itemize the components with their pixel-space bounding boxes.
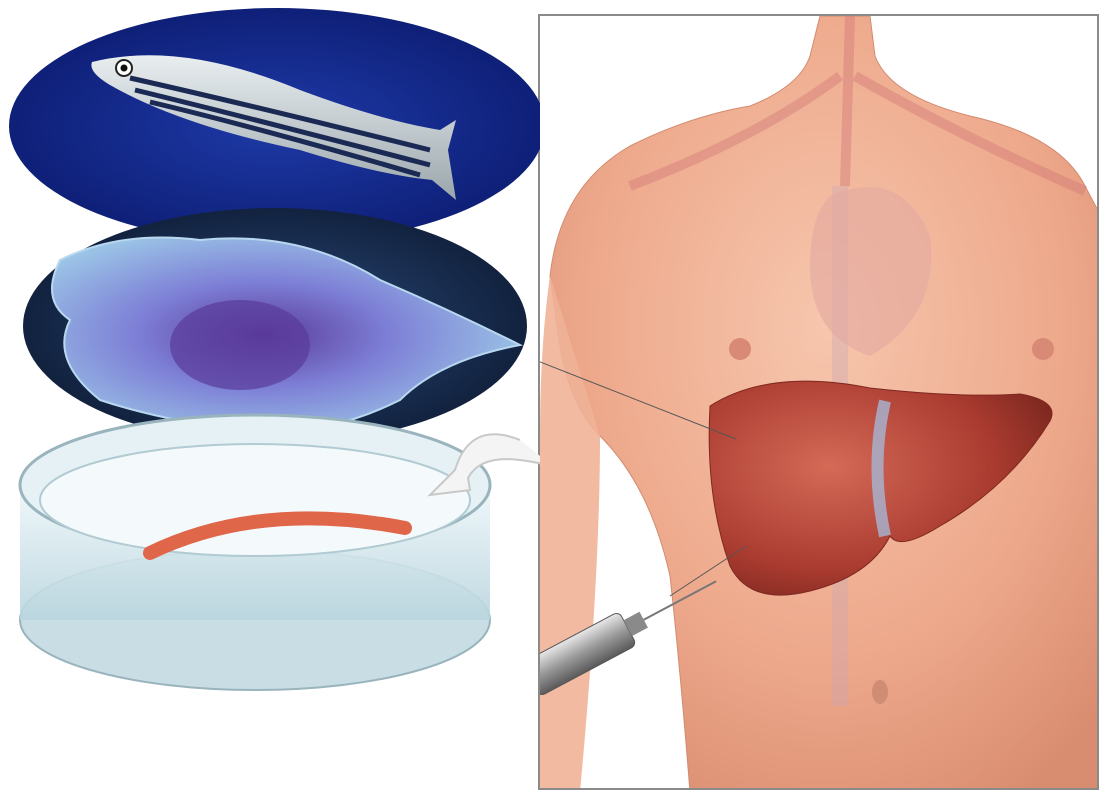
navel	[872, 680, 888, 704]
petri-dish-icon	[20, 415, 490, 690]
torso-panel	[538, 14, 1099, 790]
cell-panel	[23, 208, 527, 444]
nipple-right	[1032, 338, 1054, 360]
left-column	[0, 0, 540, 793]
cell-nucleus	[170, 300, 310, 390]
nipple-left	[729, 338, 751, 360]
human-torso-icon	[540, 16, 1099, 790]
